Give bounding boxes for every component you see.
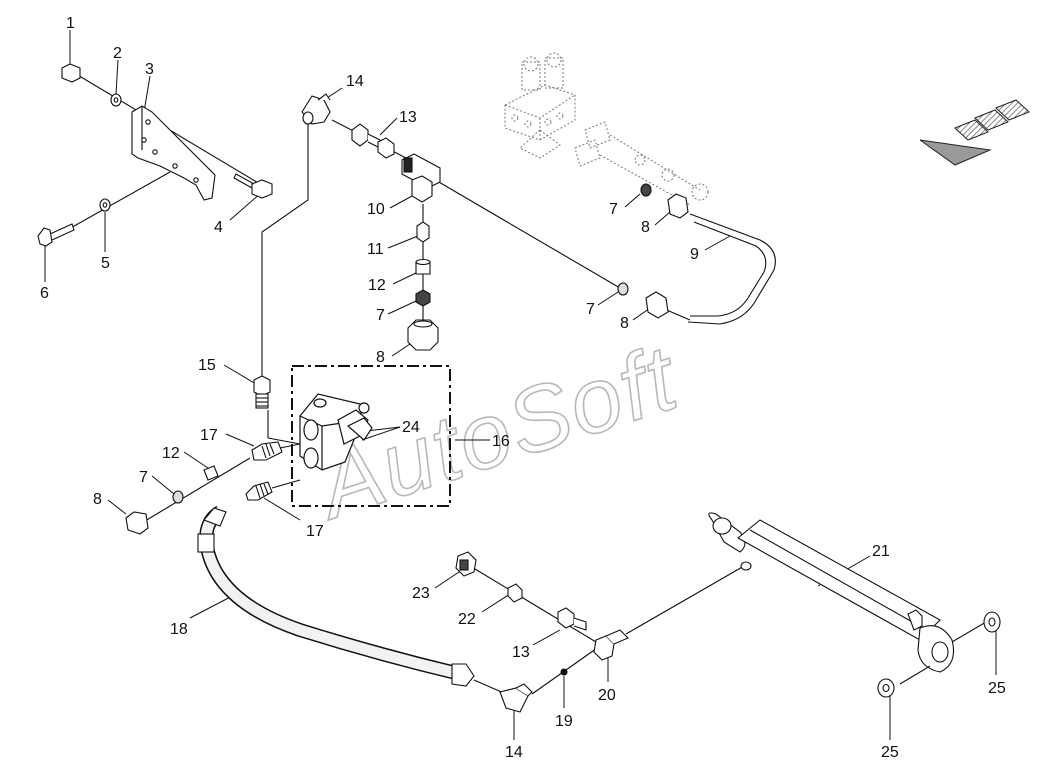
callout-14-lower: 14 — [505, 744, 523, 761]
nut-part-8-mid — [407, 319, 439, 351]
control-valve-phantom — [504, 52, 709, 206]
callout-7-upper: 7 — [609, 201, 618, 218]
callout-10: 10 — [367, 201, 385, 218]
olive-part-7-lower-left — [172, 490, 184, 504]
olive-part-7-mid — [415, 289, 431, 307]
callout-7-lower-left: 7 — [139, 469, 148, 486]
hose-part-18 — [197, 505, 507, 695]
adapter-part-11 — [416, 221, 430, 243]
callout-24: 24 — [402, 419, 420, 436]
washers-part-25 — [877, 611, 1001, 698]
callout-12-mid: 12 — [368, 277, 386, 294]
callout-16: 16 — [492, 433, 510, 450]
callout-21: 21 — [872, 543, 890, 560]
nut-part-1 — [61, 63, 81, 83]
sleeve-part-12-lower — [203, 465, 219, 481]
callout-17-lower: 17 — [306, 523, 324, 540]
bolt-part-6 — [37, 223, 75, 247]
callout-3: 3 — [145, 61, 154, 78]
connector-part-13 — [351, 123, 395, 159]
callout-4: 4 — [214, 219, 223, 236]
callout-11: 11 — [367, 241, 384, 258]
callout-14-top: 14 — [346, 73, 364, 90]
callout-23: 23 — [412, 585, 430, 602]
nut-part-8-lower — [645, 291, 669, 319]
callout-25-left: 25 — [881, 744, 899, 761]
olive-part-7-upper — [640, 183, 652, 197]
fittings-right — [617, 183, 689, 319]
fittings-lower-left — [125, 457, 251, 535]
fittings-part-17 — [245, 441, 301, 501]
elbow-fitting-part-14 — [301, 93, 331, 125]
adapter-part-22 — [507, 583, 523, 603]
callout-13-lower: 13 — [512, 644, 530, 661]
plug-part-19 — [560, 668, 568, 676]
bracket-assembly — [37, 63, 273, 247]
connector-part-13-lower — [557, 607, 575, 629]
fittings-chain-lower — [455, 551, 597, 643]
olive-part-7-lower — [617, 282, 629, 296]
callout-19: 19 — [555, 713, 573, 730]
callout-15: 15 — [198, 357, 216, 374]
valve-block-part-16 — [267, 365, 451, 507]
tee-fitting-part-10 — [401, 153, 441, 203]
callout-12-lower: 12 — [162, 445, 180, 462]
callout-22: 22 — [458, 611, 476, 628]
bolt-part-4 — [233, 173, 273, 199]
tube-part-9 — [687, 213, 776, 325]
fitting-stack — [407, 204, 439, 351]
callout-17-upper: 17 — [200, 427, 218, 444]
callout-8-lower-left: 8 — [93, 491, 102, 508]
fittings-lower-center — [560, 565, 745, 676]
nut-part-8-upper — [667, 193, 689, 219]
nut-part-8-lower-left — [125, 511, 149, 535]
callout-13-top: 13 — [399, 109, 417, 126]
callout-8-mid: 8 — [376, 349, 385, 366]
callout-18: 18 — [170, 621, 188, 638]
fitting-part-15 — [253, 375, 271, 409]
orientation-arrow-icon — [919, 99, 1030, 166]
callout-labels: 1 2 3 4 5 6 14 13 10 11 12 7 8 7 8 9 7 8… — [40, 15, 1006, 761]
callout-9: 9 — [690, 246, 699, 263]
bracket-part-3 — [131, 105, 216, 201]
callout-8-upper: 8 — [641, 219, 650, 236]
callout-25-right: 25 — [988, 680, 1006, 697]
callout-6: 6 — [40, 285, 49, 302]
callout-8-lower: 8 — [620, 315, 629, 332]
callout-2: 2 — [113, 45, 122, 62]
callout-5: 5 — [101, 255, 110, 272]
callout-7-mid: 7 — [376, 307, 385, 324]
callout-1: 1 — [66, 15, 75, 32]
hydraulic-cylinder-part-21 — [708, 512, 955, 673]
callout-7-lower: 7 — [586, 301, 595, 318]
callout-20: 20 — [598, 687, 616, 704]
